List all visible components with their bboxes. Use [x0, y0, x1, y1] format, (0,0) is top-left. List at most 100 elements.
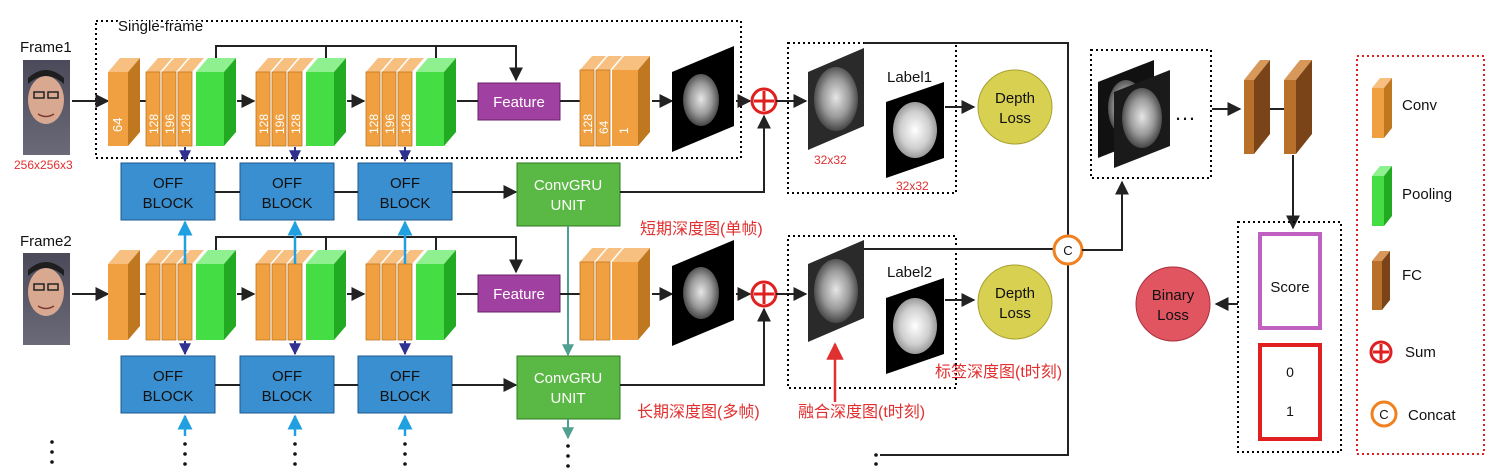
off-block-line2: BLOCK: [262, 195, 313, 212]
continuation-dots: [50, 440, 878, 468]
depth-map-1: [672, 46, 734, 152]
convgru-line1: ConvGRU: [534, 370, 602, 387]
channel-label: 128: [257, 114, 271, 134]
concat-icon: C: [1370, 400, 1398, 428]
off-block: OFF BLOCK: [239, 162, 335, 221]
fused-box-top: [787, 42, 957, 194]
off-block-line1: OFF: [390, 175, 420, 192]
annotation-long-term: 长期深度图(多帧): [637, 403, 760, 421]
binary-loss: Binary Loss: [1135, 266, 1211, 342]
label-map-2: [886, 278, 944, 374]
off-block-line2: BLOCK: [143, 388, 194, 405]
fused-size: 32x32: [814, 153, 847, 167]
annotation-short-term: 短期深度图(单帧): [640, 220, 763, 238]
conv-head-row2: [579, 248, 650, 341]
label-map-1: [886, 82, 944, 178]
label-size: 32x32: [896, 179, 929, 193]
depth-loss-line1: Depth: [995, 90, 1035, 107]
conv-block-2-row2: [255, 250, 346, 341]
channel-label: 64: [110, 118, 125, 132]
fused-map-2: [808, 240, 864, 342]
off-block: OFF BLOCK: [120, 355, 216, 414]
off-block: OFF BLOCK: [357, 162, 453, 221]
channel-label: 1: [617, 127, 631, 134]
channel-label: 196: [383, 114, 397, 134]
concat-icon: C: [1052, 234, 1084, 266]
conv-block-3: 128 196 128: [365, 58, 456, 147]
feature-box: [477, 82, 561, 121]
channel-label: 128: [581, 114, 595, 134]
off-block-line2: BLOCK: [380, 195, 431, 212]
channel-label: 128: [179, 114, 193, 134]
label1-text: Label1: [887, 69, 932, 86]
frame1-size: 256x256x3: [14, 158, 73, 172]
depth-loss-line1: Depth: [995, 285, 1035, 302]
ellipsis: …: [1174, 100, 1196, 125]
single-frame-box: [95, 20, 742, 159]
score-label: Score: [1270, 279, 1309, 296]
convgru-line2: UNIT: [551, 197, 586, 214]
off-block-line2: BLOCK: [380, 388, 431, 405]
annotation-fused: 融合深度图(t时刻): [798, 403, 925, 421]
frame2-label: Frame2: [20, 233, 72, 250]
off-block-line1: OFF: [153, 175, 183, 192]
conv-block-2: 128 196 128: [255, 58, 346, 147]
feature-box: [477, 274, 561, 313]
channel-label: 196: [273, 114, 287, 134]
convgru-line1: ConvGRU: [534, 177, 602, 194]
conv-block-1-row2: [145, 250, 236, 341]
off-block-line2: BLOCK: [262, 388, 313, 405]
legend-pooling-label: Pooling: [1402, 186, 1452, 203]
channel-label: 128: [289, 114, 303, 134]
binary-value-1: 1: [1286, 403, 1294, 419]
single-frame-label: Single-frame: [118, 18, 203, 35]
channel-label: 128: [399, 114, 413, 134]
binary-value-0: 0: [1286, 364, 1294, 380]
off-block-line2: BLOCK: [143, 195, 194, 212]
frame1-label: Frame1: [20, 39, 72, 56]
off-block: OFF BLOCK: [357, 355, 453, 414]
row-2: Frame2: [20, 220, 878, 468]
depth-loss: Depth Loss: [977, 69, 1053, 145]
conv-layer-64: 64: [108, 58, 140, 146]
score-box: [1258, 232, 1322, 330]
conv-head-1: 128 64 1: [579, 56, 650, 147]
channel-label: 128: [147, 114, 161, 134]
frame1-image: [23, 60, 70, 155]
depth-loss-line2: Loss: [999, 305, 1031, 322]
legend-fc-label: FC: [1402, 267, 1422, 284]
conv-block-3-row2: [365, 250, 456, 341]
legend-concat: C Concat: [1370, 400, 1456, 428]
feature-label: Feature: [493, 94, 545, 111]
conv-layer-row2: [108, 250, 140, 340]
depth-loss-line2: Loss: [999, 110, 1031, 127]
legend-sum-label: Sum: [1405, 344, 1436, 361]
label2-text: Label2: [887, 264, 932, 281]
fused-depth-section: 32x32 Label1 32x32 Depth Loss Label2 Dep…: [787, 42, 1053, 402]
stacked-maps: [1098, 60, 1170, 168]
channel-label: 196: [163, 114, 177, 134]
depth-loss: Depth Loss: [977, 264, 1053, 340]
off-block-line1: OFF: [272, 175, 302, 192]
output-box: [1237, 221, 1342, 453]
fused-map-1: [808, 48, 864, 150]
binary-loss-line2: Loss: [1157, 307, 1189, 324]
legend-pooling: Pooling: [1372, 166, 1452, 226]
convgru-unit: ConvGRU UNIT: [516, 162, 621, 227]
channel-label: 128: [367, 114, 381, 134]
feature-label: Feature: [493, 286, 545, 303]
sum-icon: [750, 280, 778, 308]
legend-concat-label: Concat: [1408, 407, 1456, 424]
off-block-line1: OFF: [272, 368, 302, 385]
binary-box: [1258, 343, 1322, 441]
annotation-label-depth: 标签深度图(t时刻): [935, 363, 1062, 381]
legend-conv: Conv: [1372, 78, 1438, 138]
fc-layers: [1244, 60, 1312, 154]
stacked-maps-box: [1090, 49, 1212, 179]
convgru-unit: ConvGRU UNIT: [516, 355, 621, 420]
off-block: OFF BLOCK: [120, 162, 216, 221]
sum-icon: [750, 87, 778, 115]
legend: Conv Pooling FC Sum C: [1356, 55, 1485, 455]
legend-fc: FC: [1372, 251, 1422, 310]
